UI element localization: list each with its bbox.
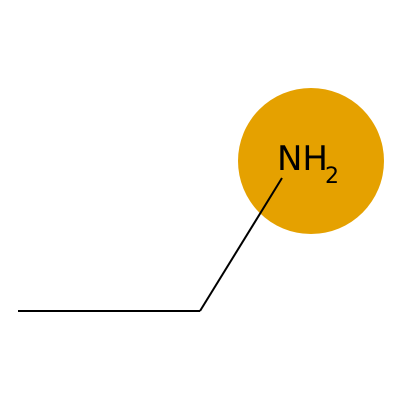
bond-c2-n1 <box>199 177 283 312</box>
atom-label-n1-subscript: 2 <box>325 164 339 189</box>
atom-highlight-n1 <box>238 88 384 234</box>
atom-label-main: NH <box>277 139 328 179</box>
atom-label-n1: NH <box>277 139 328 179</box>
